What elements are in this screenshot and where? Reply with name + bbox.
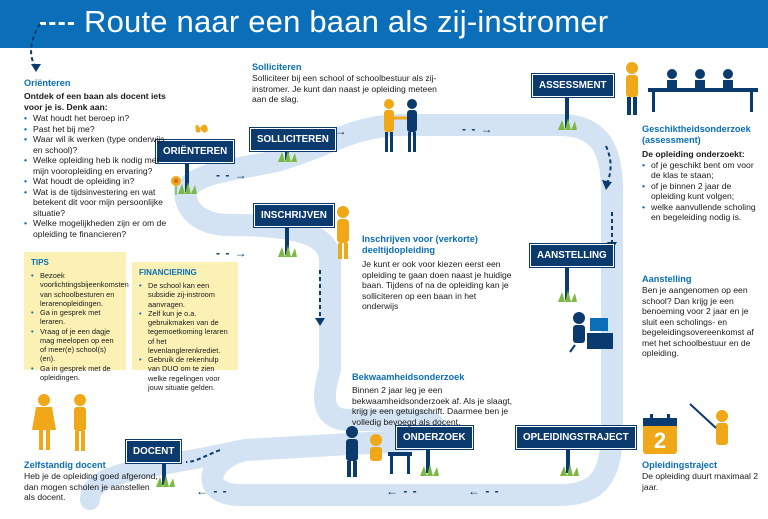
solliciteren-text: Solliciteer bij een school of schoolbest… bbox=[252, 73, 437, 105]
opleidingstraject-heading: Opleidingstraject bbox=[642, 460, 718, 470]
zelfstandig-heading: Zelfstandig docent bbox=[24, 460, 106, 470]
list-item: Wat is de tijdsinvestering en wat beteke… bbox=[24, 187, 174, 218]
road-lower-branch bbox=[80, 440, 250, 510]
list-item: Waar wil ik werken (type onderwijs en sc… bbox=[24, 134, 174, 155]
post-assessment bbox=[565, 90, 569, 128]
zelfstandig-text: Heb je de opleiding goed afgerond, dan m… bbox=[24, 471, 158, 503]
bekwaamheid-section: Bekwaamheidsonderzoek Binnen 2 jaar leg … bbox=[352, 372, 520, 427]
financiering-list: De school kan een subsidie zij-instroom … bbox=[139, 281, 231, 392]
list-item: Ga in gesprek met leraren. bbox=[31, 308, 119, 327]
financiering-note: FINANCIERING De school kan een subsidie … bbox=[132, 262, 238, 392]
post-opleidingstraject bbox=[566, 443, 570, 473]
arrow-bottom-1: ← - - bbox=[468, 484, 500, 498]
grass-tufts bbox=[156, 118, 579, 487]
list-item: De school kan een subsidie zij-instroom … bbox=[139, 281, 231, 309]
list-item: of je binnen 2 jaar de opleiding kunt vo… bbox=[642, 181, 764, 202]
list-item: Past het bij me? bbox=[24, 124, 174, 135]
aanstelling-text: Ben je aangenomen op een school? Dan kri… bbox=[642, 285, 754, 359]
orienteren-intro: Ontdek of een baan als docent iets voor … bbox=[24, 91, 166, 112]
calendar-number: 2 bbox=[653, 428, 667, 453]
list-item: Bezoek voorlichtingsbijeenkomsten van sc… bbox=[31, 271, 129, 308]
aanstelling-heading: Aanstelling bbox=[642, 274, 692, 284]
arrow-bottom-3: ← - - bbox=[196, 484, 228, 498]
solliciteren-section: Solliciteren Solliciteer bij een school … bbox=[252, 62, 452, 105]
arrow-bottom-2: ← - - bbox=[386, 484, 418, 498]
page-title: Route naar een baan als zij-instromer bbox=[84, 4, 609, 39]
geschiktheid-section: Geschiktheidsonderzoek (assessment) De o… bbox=[642, 124, 764, 223]
phone-figure bbox=[337, 206, 349, 259]
list-item: Vraag of je een dagje mag meelopen op ee… bbox=[31, 327, 119, 364]
road-path bbox=[174, 114, 623, 506]
orienteren-heading: Oriënteren bbox=[24, 78, 71, 88]
list-item: Gebruik de rekenhulp van DUO om te zien … bbox=[139, 355, 231, 392]
sign-inschrijven: INSCHRIJVEN bbox=[254, 204, 334, 227]
post-orienteren bbox=[185, 157, 189, 192]
post-inschrijven bbox=[285, 220, 289, 255]
geschiktheid-intro: De opleiding onderzoekt: bbox=[642, 149, 745, 160]
arrow-to-inschrijven: - - → bbox=[216, 246, 248, 260]
tips-heading: TIPS bbox=[31, 258, 49, 267]
classroom-figures bbox=[626, 62, 758, 115]
sign-docent: DOCENT bbox=[126, 440, 182, 463]
tips-note: TIPS Bezoek voorlichtingsbijeenkomsten v… bbox=[24, 252, 129, 382]
intro-dashed-arrowhead bbox=[31, 64, 41, 72]
sign-aanstelling: AANSTELLING bbox=[530, 244, 614, 267]
post-solliciteren bbox=[285, 142, 289, 160]
inschrijven-text: Je kunt er ook voor kiezen eerst een opl… bbox=[362, 259, 512, 312]
header-dash-decoration bbox=[40, 22, 74, 25]
post-aanstelling bbox=[565, 260, 569, 300]
inschrijven-heading: Inschrijven voor (verkorte) deeltijdople… bbox=[362, 234, 478, 256]
dashed-arrow-assessment-down bbox=[605, 145, 612, 185]
dashed-arrow-to-docent bbox=[185, 449, 221, 463]
post-docent bbox=[162, 455, 166, 485]
list-item: of je geschikt bent om voor de klas te s… bbox=[642, 160, 764, 181]
header-bar: Route naar een baan als zij-instromer bbox=[0, 0, 768, 48]
handshake-figures bbox=[384, 99, 417, 152]
bekwaamheid-heading: Bekwaamheidsonderzoek bbox=[352, 372, 465, 382]
sign-solliciteren: SOLLICITEREN bbox=[250, 128, 336, 151]
intro-dashed-curve bbox=[30, 23, 41, 69]
list-item: Zelf kun je o.a. gebruikmaken van de teg… bbox=[139, 309, 231, 355]
sign-onderzoek: ONDERZOEK bbox=[396, 426, 473, 449]
bekwaamheid-text: Binnen 2 jaar leg je een bekwaamheidsond… bbox=[352, 385, 513, 427]
list-item: Welke opleiding heb ik nodig met mijn vo… bbox=[24, 155, 174, 176]
geschiktheid-heading: Geschiktheidsonderzoek (assessment) bbox=[642, 124, 751, 146]
zelfstandig-section: Zelfstandig docent Heb je de opleiding g… bbox=[24, 460, 160, 503]
sign-opleidingstraject: OPLEIDINGSTRAJECT bbox=[516, 426, 636, 449]
sign-assessment: ASSESSMENT bbox=[532, 74, 614, 97]
opleidingstraject-text: De opleiding duurt maximaal 2 jaar. bbox=[642, 471, 759, 492]
calendar-icon bbox=[643, 414, 677, 454]
desk-figure bbox=[569, 312, 613, 353]
exam-figures bbox=[346, 426, 412, 477]
list-item: Welke mogelijkheden zijn er om de opleid… bbox=[24, 218, 174, 239]
butterfly-decoration bbox=[195, 124, 208, 133]
orienteren-list: Wat houdt het beroep in? Past het bij me… bbox=[24, 113, 174, 239]
post-onderzoek bbox=[426, 443, 430, 473]
orienteren-section: Oriënteren Ontdek of een baan als docent… bbox=[24, 78, 174, 239]
list-item: welke aanvullende scholing en begeleidin… bbox=[642, 202, 764, 223]
teacher-pointer-figure bbox=[689, 403, 728, 445]
list-item: Wat houdt de opleiding in? bbox=[24, 176, 174, 187]
financiering-heading: FINANCIERING bbox=[139, 268, 197, 277]
inschrijven-section: Inschrijven voor (verkorte) deeltijdople… bbox=[362, 234, 512, 312]
arrow-to-assessment: - - → bbox=[462, 122, 494, 136]
docent-figures bbox=[32, 394, 86, 451]
list-item: Wat houdt het beroep in? bbox=[24, 113, 174, 124]
solliciteren-heading: Solliciteren bbox=[252, 62, 302, 72]
opleidingstraject-section: Opleidingstraject De opleiding duurt max… bbox=[642, 460, 766, 492]
arrow-orienteren: - - → bbox=[216, 168, 248, 182]
aanstelling-section: Aanstelling Ben je aangenomen op een sch… bbox=[642, 274, 766, 359]
list-item: Ga in gesprek met de opleidingen. bbox=[31, 364, 119, 383]
sign-orienteren: ORIËNTEREN bbox=[156, 140, 235, 163]
geschiktheid-list: of je geschikt bent om voor de klas te s… bbox=[642, 160, 764, 223]
tips-list: Bezoek voorlichtingsbijeenkomsten van sc… bbox=[31, 271, 129, 383]
